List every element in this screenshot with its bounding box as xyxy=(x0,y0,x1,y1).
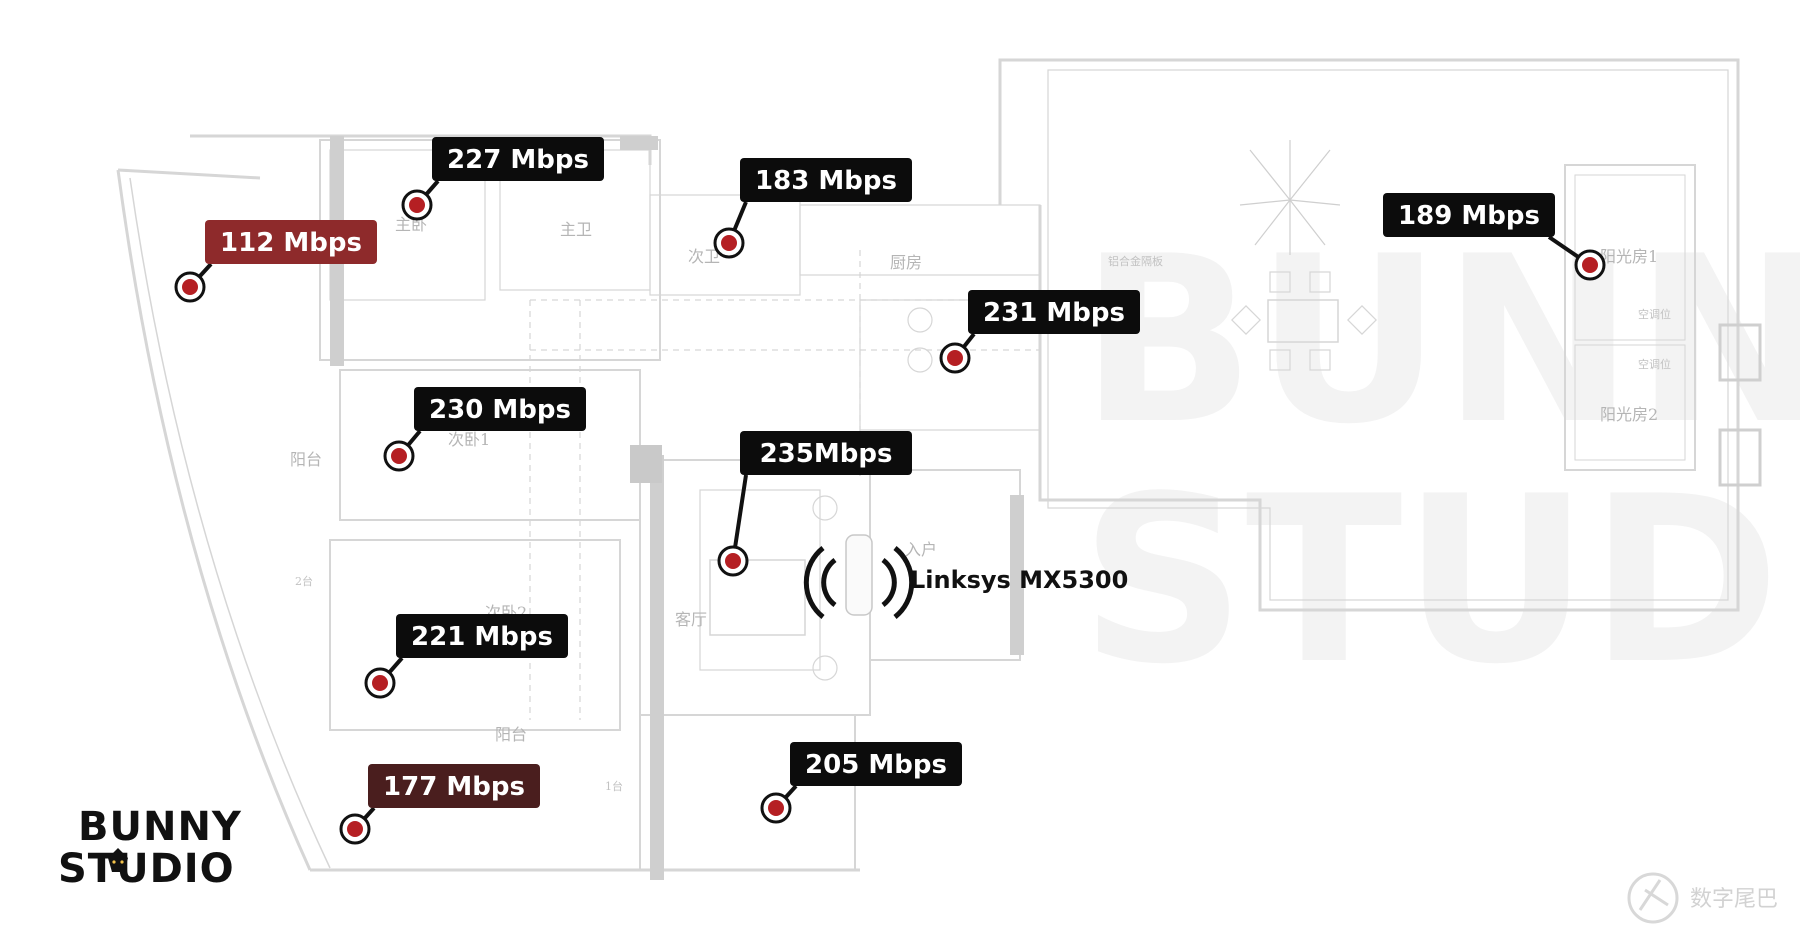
speed-label: 235Mbps xyxy=(760,439,893,469)
location-dot xyxy=(372,675,388,691)
room-label-sunroom-2: 阳光房2 xyxy=(1600,405,1658,424)
speed-label: 230 Mbps xyxy=(429,395,571,425)
watermark-line-1: BUNNY xyxy=(1080,208,1800,475)
speed-marker: 189 Mbps xyxy=(1383,193,1606,281)
room-label-balcony-west: 阳台 xyxy=(290,450,322,469)
room-label-platform-1: 1台 xyxy=(605,779,623,793)
speed-marker: 227 Mbps xyxy=(401,137,604,221)
speed-badge xyxy=(432,137,604,181)
speed-badge xyxy=(740,431,912,475)
speed-badge xyxy=(205,220,377,264)
room-label-partition: 铝合金隔板 xyxy=(1108,254,1163,268)
speed-label: 112 Mbps xyxy=(220,228,362,258)
speed-marker: 183 Mbps xyxy=(713,158,912,259)
room-label-entrance: 入户 xyxy=(905,540,937,559)
bunny-ears-icon xyxy=(108,848,128,872)
speed-badge xyxy=(740,158,912,202)
background-watermark: BUNNY STUDIO xyxy=(1080,208,1800,715)
speed-marker: 235Mbps xyxy=(717,431,912,577)
room-label-living-room: 客厅 xyxy=(675,610,707,629)
speed-marker: 177 Mbps xyxy=(339,764,540,845)
speed-badge xyxy=(368,764,540,808)
room-label-platform-2: 2台 xyxy=(295,574,313,588)
router: Linksys MX5300 xyxy=(803,534,1128,619)
speed-badge xyxy=(790,742,962,786)
location-dot xyxy=(409,197,425,213)
speed-marker: 230 Mbps xyxy=(383,387,586,472)
speed-marker: 112 Mbps xyxy=(174,220,377,303)
speed-label: 231 Mbps xyxy=(983,298,1125,328)
room-label-bedroom-1: 次卧1 xyxy=(448,430,490,449)
room-label-ac-2: 空调位 xyxy=(1638,357,1671,371)
location-dot xyxy=(1582,257,1598,273)
bunny-studio-logo: BUNNY STUDIO xyxy=(58,804,242,892)
shutter-logo-icon xyxy=(1627,872,1679,924)
room-label-second-bath: 次卫 xyxy=(688,247,720,266)
logo-line-2: STUDIO xyxy=(58,846,235,892)
location-dot xyxy=(768,800,784,816)
speed-badge xyxy=(414,387,586,431)
speed-label: 189 Mbps xyxy=(1398,201,1540,231)
speed-label: 183 Mbps xyxy=(755,166,897,196)
router-label: Linksys MX5300 xyxy=(910,566,1128,594)
location-dot xyxy=(721,235,737,251)
logo-line-1: BUNNY xyxy=(78,804,242,850)
location-dot xyxy=(347,821,363,837)
corner-watermark-text: 数字尾巴 xyxy=(1690,887,1778,912)
watermark-line-2: STUDIO xyxy=(1080,448,1800,715)
speed-label: 205 Mbps xyxy=(805,750,947,780)
speed-label: 221 Mbps xyxy=(411,622,553,652)
router-signal-icon xyxy=(803,534,915,619)
speed-marker: 231 Mbps xyxy=(939,290,1140,374)
room-label-ac-1: 空调位 xyxy=(1638,307,1671,321)
location-dot xyxy=(947,350,963,366)
room-label-sunroom-1: 阳光房1 xyxy=(1600,247,1658,266)
speed-badge xyxy=(1383,193,1555,237)
speed-marker: 205 Mbps xyxy=(760,742,962,824)
speed-label: 177 Mbps xyxy=(383,772,525,802)
location-dot xyxy=(391,448,407,464)
corner-watermark: 数字尾巴 xyxy=(1627,872,1778,924)
room-label-kitchen: 厨房 xyxy=(890,253,922,272)
speed-badge xyxy=(396,614,568,658)
speed-badge xyxy=(968,290,1140,334)
location-dot xyxy=(725,553,741,569)
room-label-balcony-south: 阳台 xyxy=(495,725,527,744)
location-dot xyxy=(182,279,198,295)
room-label-master-bath: 主卫 xyxy=(560,220,592,239)
measurement-markers: 227 Mbps 183 Mbps 112 Mbps 189 Mbps 231 Mbps… xyxy=(174,137,1606,845)
speed-label: 227 Mbps xyxy=(447,145,589,175)
speed-marker: 221 Mbps xyxy=(364,614,568,699)
